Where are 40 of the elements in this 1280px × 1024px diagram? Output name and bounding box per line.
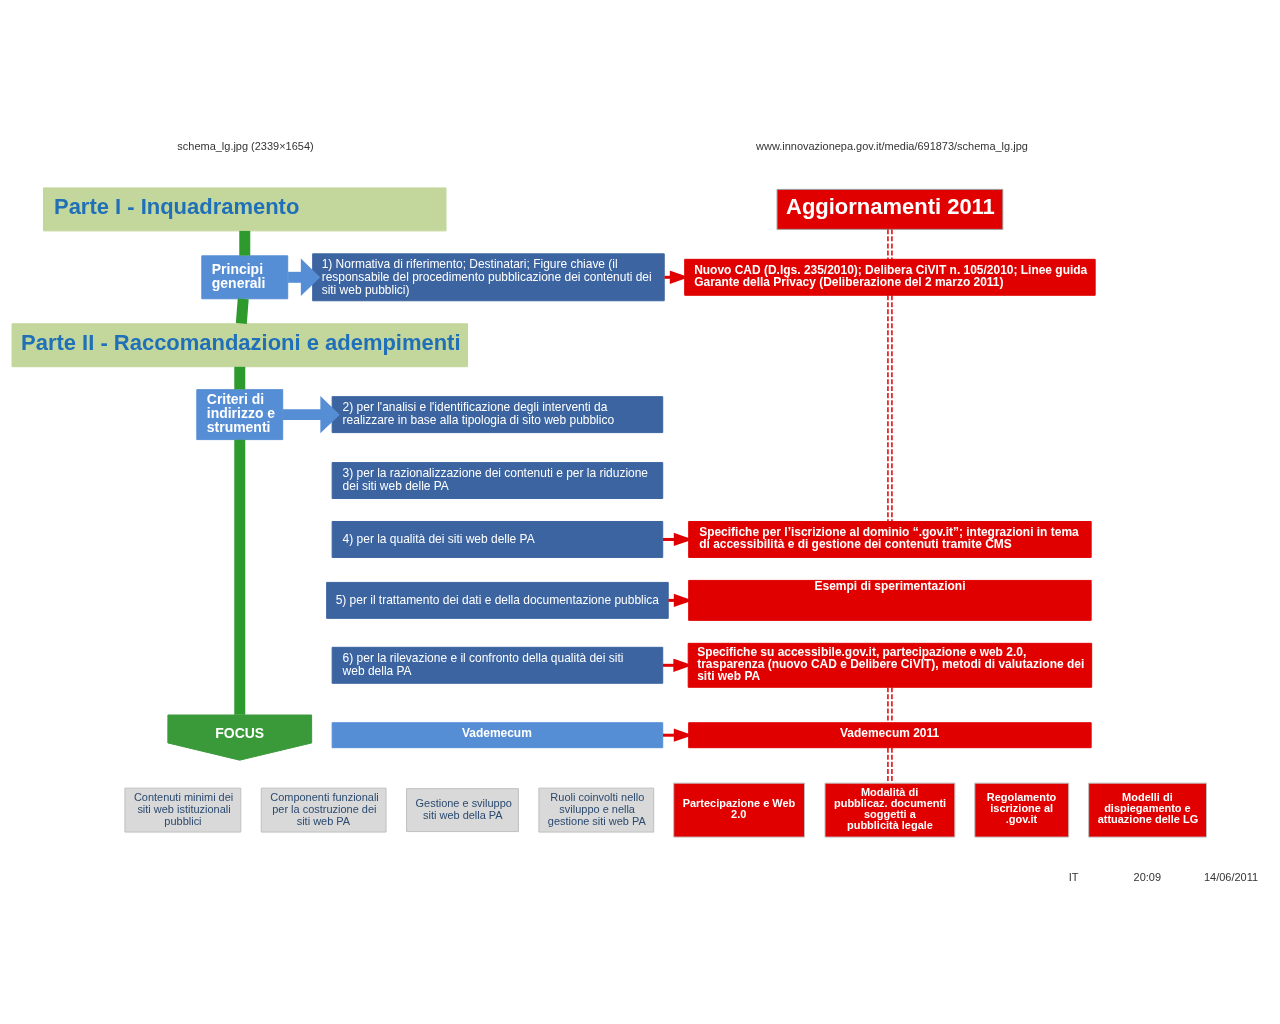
label: schema_lg.jpg (2339×1654) xyxy=(177,139,314,152)
connector xyxy=(887,686,893,723)
node-box: Gestione e sviluppo siti web della PA xyxy=(406,787,519,832)
node-box: Aggiornamenti 2011 xyxy=(776,188,1004,230)
node-box: Vademecum xyxy=(331,721,664,748)
label: IT xyxy=(1068,870,1079,883)
node-box: Ruoli coinvolti nello sviluppo e nella gestione siti web PA xyxy=(538,787,655,833)
node-box: Esempi di sperimentazioni xyxy=(688,579,1092,621)
connector xyxy=(887,294,893,522)
label: www.innovazionepa.gov.it/media/691873/schema_lg.jpg xyxy=(756,139,1028,152)
node-box: Criteri di indirizzo e strumenti xyxy=(196,388,284,440)
arrow xyxy=(288,258,321,296)
node-box: Parte I - Inquadramento xyxy=(43,186,447,231)
node-box: Contenuti minimi dei siti web istituzionali pubblici xyxy=(124,787,242,833)
node-box: 3) per la razionalizzazione dei contenuti e per la riduzione dei siti web delle PA xyxy=(331,461,664,499)
connector xyxy=(887,746,893,784)
node-box: Partecipazione e Web 2.0 xyxy=(673,782,806,838)
node-box: 2) per l'analisi e l'identificazione degli interventi da realizzare in base alla tipologia di sito web pubblico xyxy=(331,395,664,433)
node-box: Specifiche per l’iscrizione al dominio “.gov.it”; integrazioni in tema di accessibilità e di gestione dei contenuti tramite CMS xyxy=(688,520,1092,558)
connector xyxy=(887,228,893,260)
node-box: 1) Normativa di riferimento; Destinatari; Figure chiave (il responsabile del procedimento pubblicazione dei contenuti dei siti web pubblici) xyxy=(312,252,665,301)
node-box: Principi generali xyxy=(201,254,289,299)
connector xyxy=(239,230,251,256)
node-box: 6) per la rilevazione e il confronto della qualità dei siti web della PA xyxy=(331,646,664,684)
arrow xyxy=(282,395,340,433)
node-box: Specifiche su accessibile.gov.it, partecipazione e web 2.0, trasparenza (nuovo CAD e Delibere CiVIT), metodi di valutazione dei siti web PA xyxy=(687,642,1093,688)
node-box: Modalità di pubblicaz. documenti soggetti a pubblicità legale xyxy=(824,782,956,838)
node-box: 4) per la qualità dei siti web delle PA xyxy=(331,520,664,558)
label: 20:09 xyxy=(1133,870,1162,883)
node-box: Regolamento iscrizione al .gov.it xyxy=(974,782,1070,838)
label: 14/06/2011 xyxy=(1204,870,1259,883)
connector xyxy=(234,366,246,389)
node-box: 5) per il trattamento dei dati e della documentazione pubblica xyxy=(326,581,669,619)
node-box: Componenti funzionali per la costruzione dei siti web PA xyxy=(260,787,387,833)
connector xyxy=(235,297,249,324)
connector xyxy=(234,439,246,715)
node-box: Vademecum 2011 xyxy=(688,721,1092,748)
node-box: Modelli di dispiegamento e attuazione delle LG xyxy=(1088,782,1207,838)
node-box: Parte II - Raccomandazioni e adempimenti xyxy=(11,322,468,367)
node-box: Nuovo CAD (D.lgs. 235/2010); Delibera CiVIT n. 105/2010; Linee guida Garante della Privacy (Deliberazione del 2 marzo 2011) xyxy=(684,258,1096,296)
